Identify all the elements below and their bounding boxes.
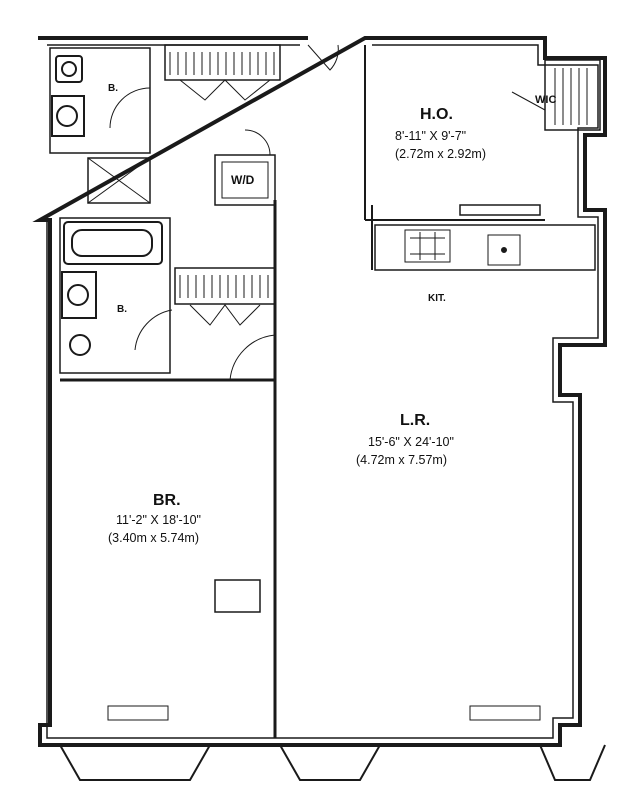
lower-bath: [59, 217, 171, 374]
toilet-upper: [55, 55, 83, 83]
stove: [404, 229, 451, 263]
hall-closet: [164, 44, 281, 81]
lower-bath-label: B.: [117, 304, 127, 315]
home-office-dim-m: (2.72m x 2.92m): [395, 147, 487, 161]
sink-upper: [51, 95, 85, 137]
entry-door: [307, 44, 339, 71]
window-bay: [59, 744, 606, 781]
upper-bath: [49, 47, 151, 154]
shower: [87, 157, 151, 204]
walk-in-closet: [544, 59, 601, 131]
kitchen-label: KIT.: [428, 293, 446, 304]
bedroom-dim-ft: 11'-2" X 18'-10": [116, 513, 201, 527]
bedroom-door: [229, 334, 276, 381]
kitchen-counter: [374, 224, 596, 271]
washer-dryer: [214, 154, 276, 206]
washer-dryer-label: W/D: [231, 173, 255, 187]
living-room-dim-m: (4.72m x 7.57m): [356, 453, 448, 467]
sink-lower: [61, 271, 97, 319]
living-room-name: L.R.: [400, 412, 431, 429]
living-room-dim-ft: 15'-6" X 24'-10": [368, 435, 454, 449]
exterior-wall: [32, 36, 607, 747]
kitchen-sink: [487, 234, 521, 266]
door-swing-upper-bath: [109, 87, 151, 129]
home-office-dim-ft: 8'-11" X 9'-7": [395, 129, 467, 143]
walk-in-closet-label: WIC: [535, 94, 557, 106]
bathtub: [63, 221, 163, 265]
bedroom-dim-m: (3.40m x 5.74m): [108, 531, 200, 545]
exterior-wall-inner: [46, 44, 599, 739]
home-office-name: H.O.: [420, 106, 453, 123]
toilet-lower: [69, 334, 91, 356]
upper-bath-label: B.: [108, 83, 118, 94]
home-office-wall: [364, 45, 545, 270]
bedroom-name: BR.: [153, 492, 181, 509]
